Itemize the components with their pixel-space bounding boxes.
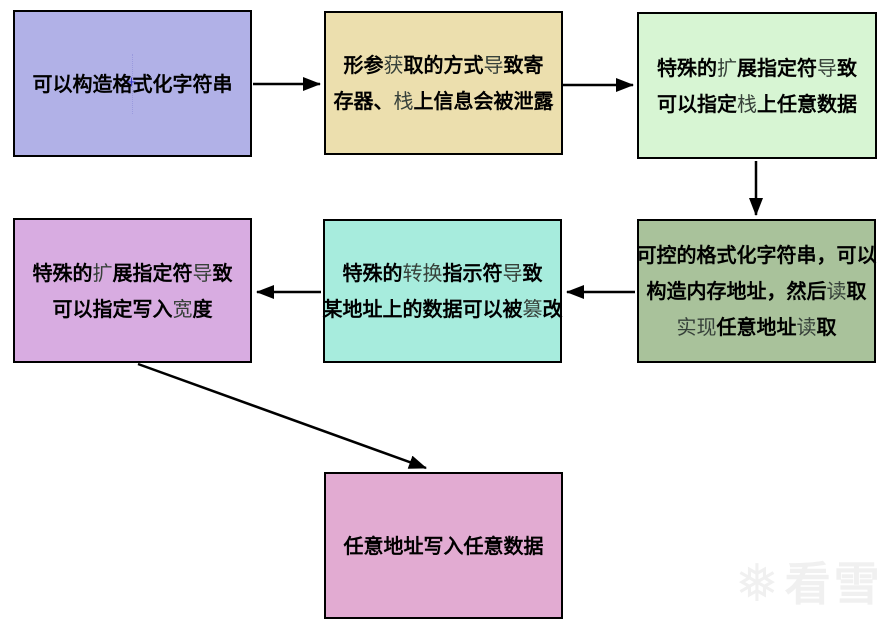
box-text-line: 特殊的转换指示符导致 [342, 261, 543, 285]
arrow-box6-to-box7 [137, 362, 427, 470]
snowflake-icon: ❅ [735, 554, 779, 614]
box-text-line: 存器、栈上信息会被泄露 [333, 89, 554, 113]
text-caret-line [132, 54, 133, 114]
box-text-line: 某地址上的数据可以被篡改 [322, 297, 563, 321]
box-text-line: 任意地址写入任意数据 [343, 533, 544, 558]
box-text-line: 可以指定写入宽度 [52, 296, 213, 321]
box-construct-format-string: + 可以构造格式化字符串 [13, 10, 252, 157]
watermark-text: 看雪 [784, 557, 883, 611]
box-arbitrary-write: 任意地址写入任意数据 [324, 472, 563, 619]
box-arbitrary-address-read: 可控的格式化字符串，可以构造内存地址，然后读取实现任意地址读取 [636, 219, 877, 363]
box-text-line: 可以指定栈上任意数据 [657, 91, 857, 116]
box-text-line: 特殊的扩展指定符导致 [32, 260, 233, 285]
box-text-line: 可控的格式化字符串，可以 [636, 243, 877, 267]
text-caret-cross: + [126, 75, 137, 90]
box-text-line: 形参获取的方式导致寄 [343, 53, 544, 77]
box-text-line: 特殊的扩展指定符导致 [657, 55, 857, 80]
box-param-fetch-leak: 形参获取的方式导致寄存器、栈上信息会被泄露 [324, 11, 563, 155]
box-specifier-stack-data: 特殊的扩展指定符导致可以指定栈上任意数据 [637, 12, 877, 159]
box-text-line: 实现任意地址读取 [676, 315, 837, 339]
box-write-width: 特殊的扩展指定符导致可以指定写入宽度 [13, 218, 252, 363]
box-conversion-tamper: 特殊的转换指示符导致某地址上的数据可以被篡改 [322, 219, 563, 363]
box-text-line: 构造内存地址，然后读取 [646, 279, 867, 303]
watermark: ❅ 看雪 [735, 554, 883, 614]
